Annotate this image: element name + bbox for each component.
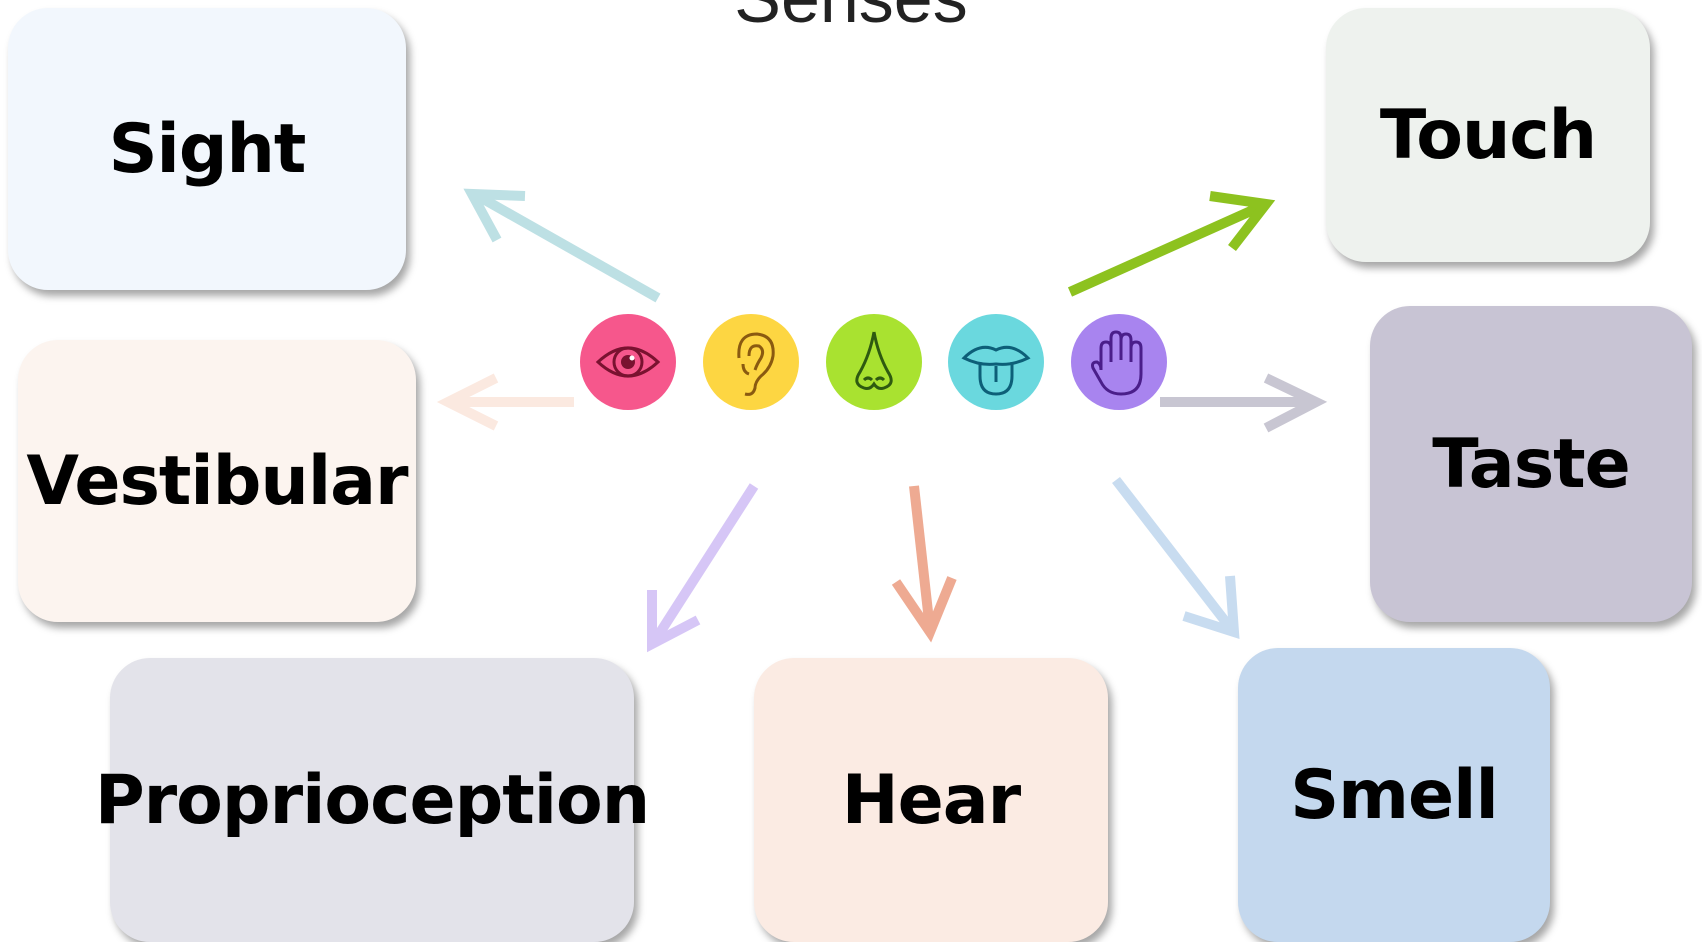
sense-box-hear: Hear bbox=[754, 658, 1108, 942]
arrow-to-sight bbox=[463, 188, 661, 303]
tongue-icon bbox=[948, 314, 1044, 410]
sense-label-taste: Taste bbox=[1432, 424, 1631, 504]
sense-box-sight: Sight bbox=[8, 8, 406, 290]
sense-label-touch: Touch bbox=[1379, 95, 1597, 175]
nose-icon bbox=[826, 314, 922, 410]
arrow-to-proprioception bbox=[647, 483, 759, 653]
arrow-to-vestibular bbox=[436, 373, 574, 431]
sense-box-touch: Touch bbox=[1326, 8, 1650, 262]
arrow-to-touch bbox=[1067, 191, 1276, 297]
sense-box-taste: Taste bbox=[1370, 306, 1692, 622]
eye-icon bbox=[580, 314, 676, 410]
sense-box-proprioception: Proprioception bbox=[95, 658, 650, 942]
sense-box-smell: Smell bbox=[1238, 648, 1550, 942]
arrow-to-smell bbox=[1112, 476, 1240, 640]
arrow-to-hear bbox=[891, 485, 957, 643]
sense-label-proprioception: Proprioception bbox=[94, 760, 650, 840]
diagram-title: Senses bbox=[0, 0, 1702, 38]
sense-box-vestibular: Vestibular bbox=[18, 340, 416, 622]
sense-label-sight: Sight bbox=[108, 109, 307, 189]
ear-icon bbox=[703, 314, 799, 410]
sense-label-vestibular: Vestibular bbox=[26, 441, 408, 521]
arrow-to-taste bbox=[1160, 373, 1328, 433]
sense-label-hear: Hear bbox=[841, 760, 1021, 840]
hand-icon bbox=[1071, 314, 1167, 410]
sense-label-smell: Smell bbox=[1290, 755, 1499, 835]
